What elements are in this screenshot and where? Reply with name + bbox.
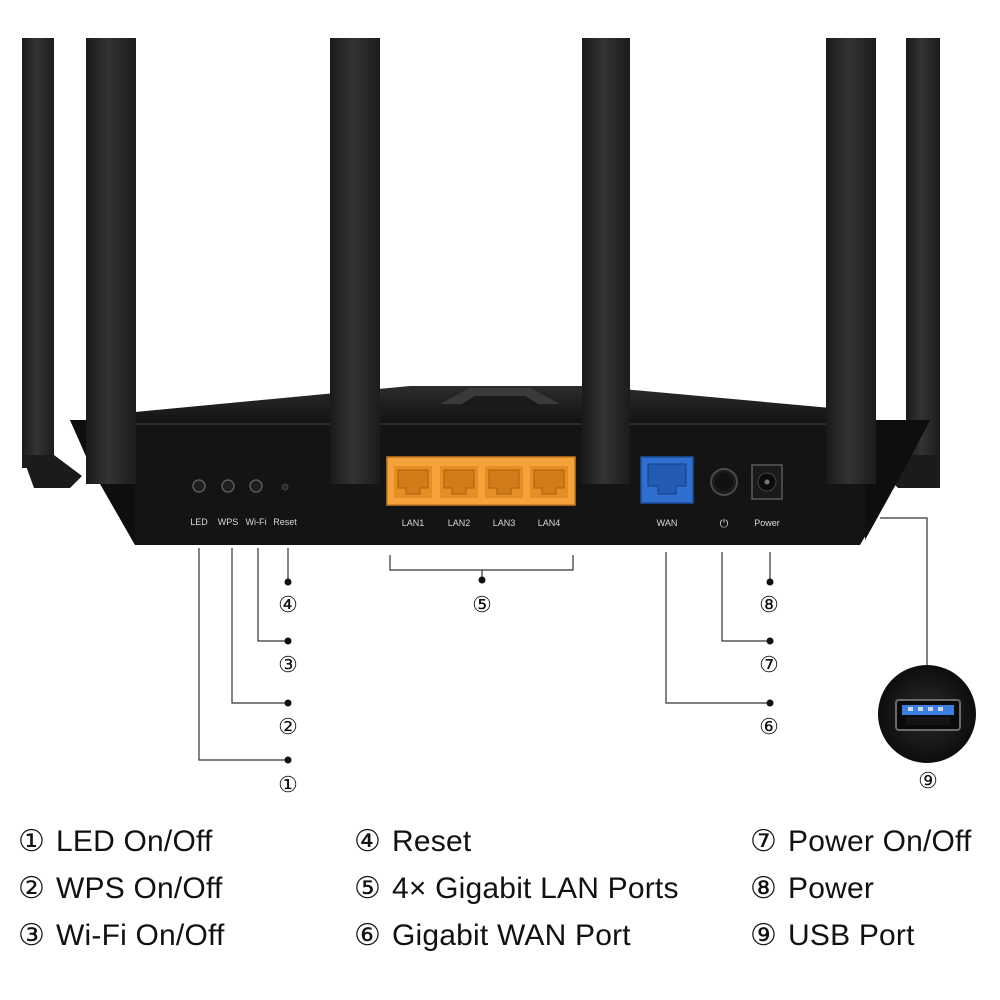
leader-dot-lan [478,576,486,584]
callout-6: ⑥ [759,714,779,739]
legend-item: ⑤ 4× Gigabit LAN Ports [354,865,679,912]
legend-number: ⑨ [750,919,778,952]
leader-dot-wps [284,699,292,707]
leader-dots [284,576,774,764]
antenna-center-left [330,38,380,484]
label-lan4: LAN4 [538,518,561,528]
leader-dot-wan [766,699,774,707]
leader-lines [198,517,928,761]
legend-item: ⑥ Gigabit WAN Port [354,912,679,959]
lan1-port[interactable] [394,466,432,498]
legend-label: LED On/Off [56,825,213,858]
callout-4: ④ [278,592,298,617]
legend-item: ① LED On/Off [18,818,225,865]
lan-ports-block [386,456,576,506]
leader-dot-reset [284,578,292,586]
legend-number: ③ [18,919,46,952]
router-top-surface [135,386,875,424]
legend-number: ④ [354,825,382,858]
legend-column-3: ⑦ Power On/Off ⑧ Power ⑨ USB Port [750,818,972,959]
legend-label: WPS On/Off [56,872,223,905]
legend-label: Power On/Off [788,825,972,858]
port-labels: LED WPS Wi-Fi Reset LAN1 LAN2 LAN3 LAN4 … [190,517,780,530]
leader-line-wps [231,548,286,704]
power-jack[interactable] [751,464,783,500]
wps-button[interactable] [221,479,235,493]
leader-line-wifi [257,548,286,642]
legend-number: ② [18,872,46,905]
antenna-right [826,38,876,484]
callout-1: ① [278,772,298,797]
callout-8: ⑧ [759,592,779,617]
legend-label: 4× Gigabit LAN Ports [392,872,679,905]
legend-label: Gigabit WAN Port [392,919,631,952]
legend-item: ④ Reset [354,818,679,865]
label-lan3: LAN3 [493,518,516,528]
router-back-panel-diagram: LED WPS Wi-Fi Reset LAN1 LAN2 LAN3 LAN4 … [22,38,976,797]
antennas [22,38,940,488]
legend-item: ⑧ Power [750,865,972,912]
legend-label: Wi-Fi On/Off [56,919,225,952]
antenna-right-base [826,420,876,484]
wan-port[interactable] [640,456,694,504]
lan4-port[interactable] [530,466,568,498]
leader-dot-power-switch [766,637,774,645]
label-wifi: Wi-Fi [246,517,267,527]
leader-line-power-switch [721,552,768,642]
leader-line-wan [665,552,768,704]
usb-port[interactable] [895,699,961,731]
legend-label: Power [788,872,875,905]
power-button[interactable] [710,468,738,496]
callout-9: ⑨ [918,768,938,793]
legend-item: ③ Wi-Fi On/Off [18,912,225,959]
label-lan1: LAN1 [402,518,425,528]
legend-item: ⑨ USB Port [750,912,972,959]
lan2-port[interactable] [440,466,478,498]
lan3-port[interactable] [485,466,523,498]
antenna-center-right-base [582,420,630,484]
legend-item: ② WPS On/Off [18,865,225,912]
antenna-center-left-base [330,420,380,484]
leader-dot-power [766,578,774,586]
reset-pinhole[interactable] [281,483,289,491]
legend-column-2: ④ Reset ⑤ 4× Gigabit LAN Ports ⑥ Gigabit WA… [354,818,679,959]
usb-port-inset [878,665,976,763]
callout-2: ② [278,714,298,739]
led-button[interactable] [192,479,206,493]
antenna-left [86,38,136,484]
label-power: Power [754,518,780,528]
callout-5: ⑤ [472,592,492,617]
legend-number: ⑤ [354,872,382,905]
label-led: LED [190,517,208,527]
leader-line-led [198,548,286,761]
label-wan: WAN [657,518,678,528]
label-power-symbol: ⏻ [720,518,729,530]
legend-number: ⑦ [750,825,778,858]
antenna-far-left [22,38,82,488]
wifi-button[interactable] [249,479,263,493]
legend-label: USB Port [788,919,915,952]
callout-7: ⑦ [759,652,779,677]
legend-number: ① [18,825,46,858]
antenna-center-right [582,38,630,484]
antenna-left-base [86,420,136,484]
label-lan2: LAN2 [448,518,471,528]
callout-numbers: ④ ③ ② ① ⑤ ⑧ ⑦ ⑥ ⑨ [278,592,938,797]
legend-label: Reset [392,825,472,858]
legend-item: ⑦ Power On/Off [750,818,972,865]
legend-number: ⑧ [750,872,778,905]
leader-dot-led [284,756,292,764]
legend-column-1: ① LED On/Off ② WPS On/Off ③ Wi-Fi On/Off [18,818,225,959]
callout-3: ③ [278,652,298,677]
leader-line-usb [880,517,928,665]
leader-line-lan [389,555,574,571]
label-reset: Reset [273,517,297,527]
label-wps: WPS [218,517,239,527]
legend-number: ⑥ [354,919,382,952]
leader-dot-wifi [284,637,292,645]
